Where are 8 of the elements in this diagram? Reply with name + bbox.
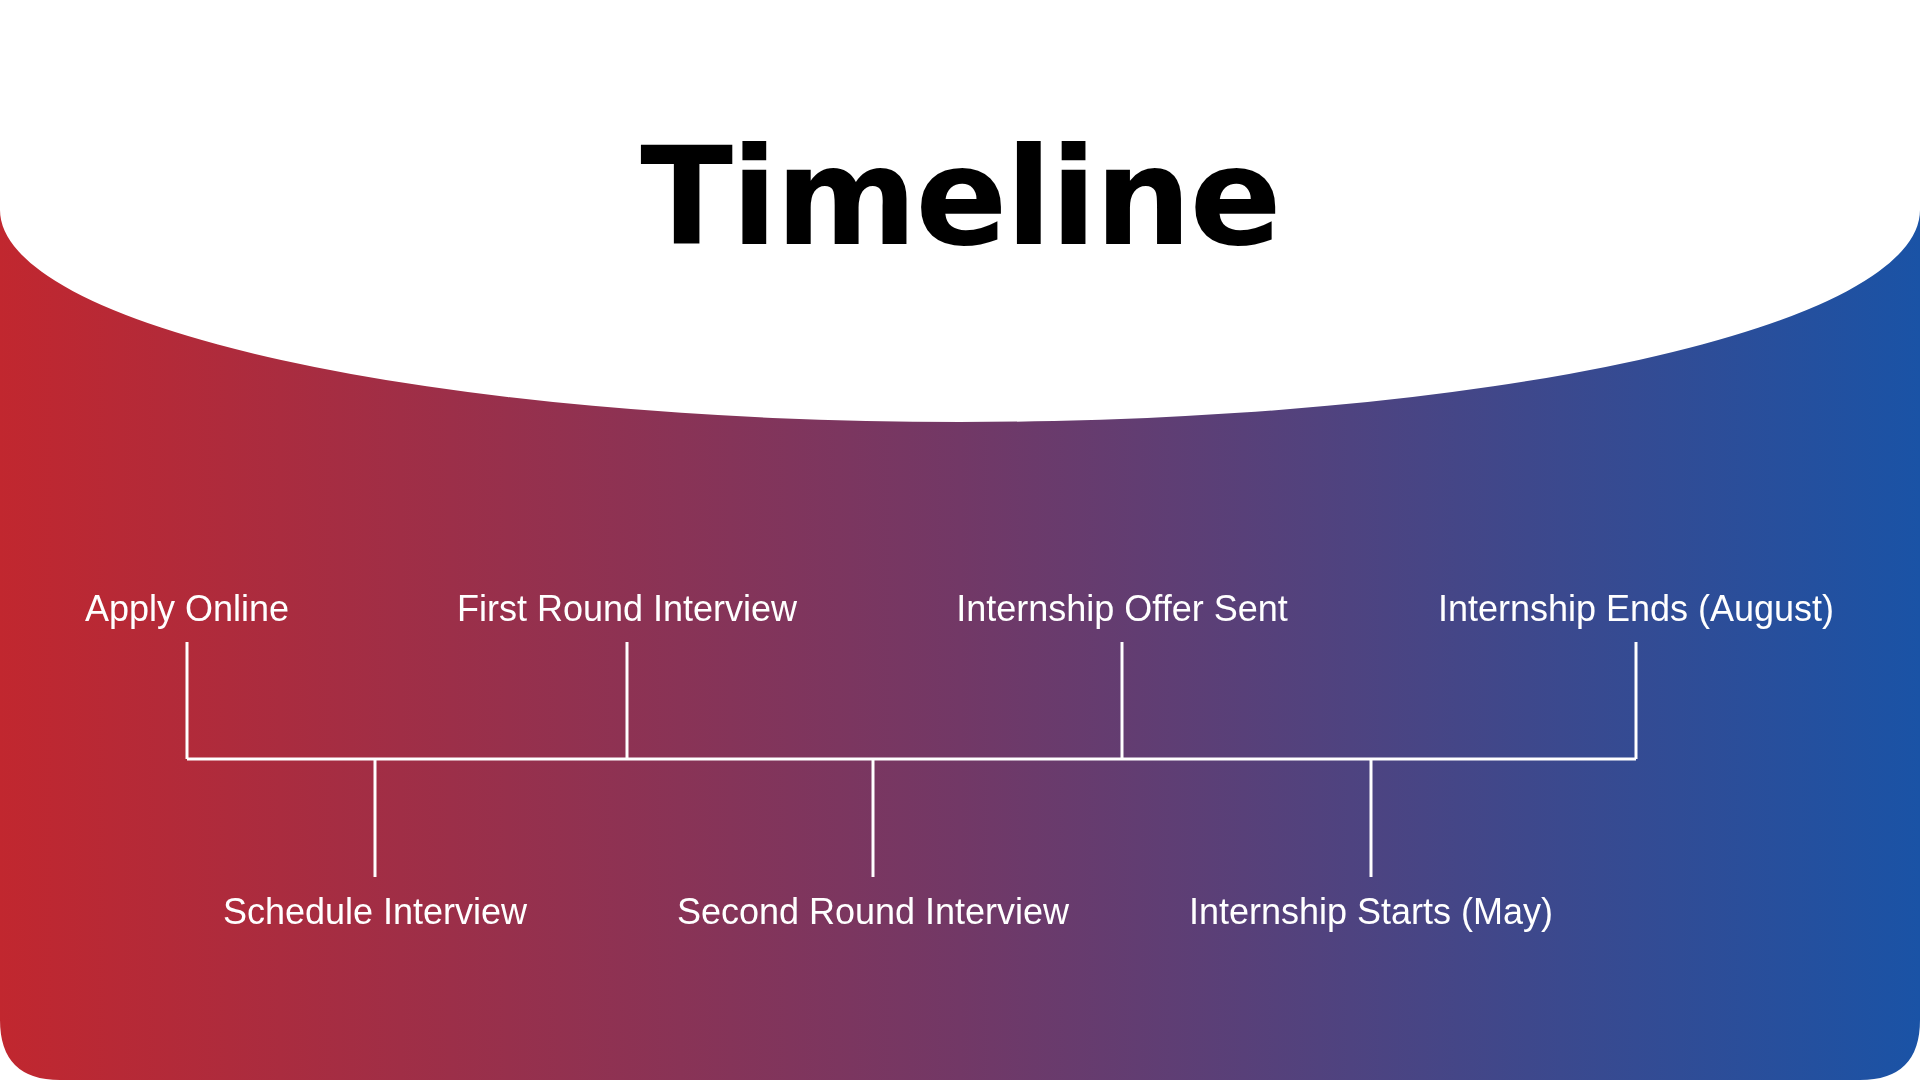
event-label: Second Round Interview	[676, 891, 1070, 933]
event-label: Internship Offer Sent	[956, 588, 1288, 630]
event-label: Internship Ends (August)	[1437, 588, 1835, 630]
event-label: Apply Online	[84, 588, 290, 630]
event-label: Schedule Interview	[222, 891, 528, 933]
event-label: First Round Interview	[456, 588, 798, 630]
event-label: Internship Starts (May)	[1188, 891, 1554, 933]
title: Timeline	[640, 118, 1280, 276]
